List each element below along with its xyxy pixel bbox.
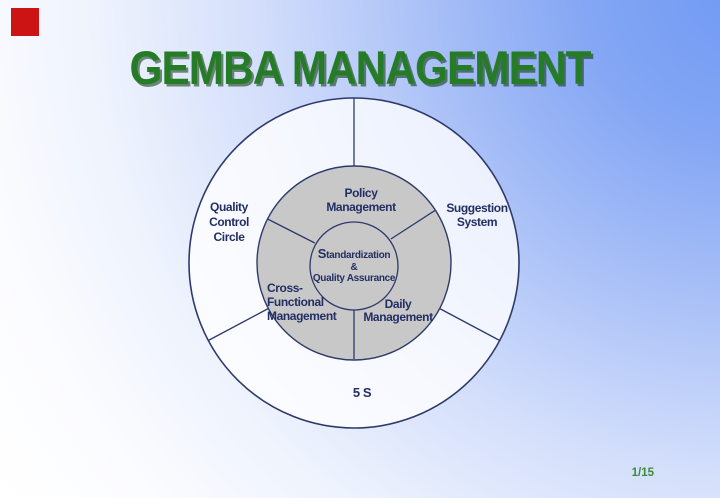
label-line: Management [363,309,433,324]
label-suggestion-system: Suggestion System [446,201,508,229]
label-line: Standardization [317,245,391,261]
label-line: Management [267,309,337,323]
label-line: 5 S [352,385,372,400]
red-square-decoration [11,8,39,36]
outer-spoke-lower-right [439,307,501,342]
label-line: Suggestion [446,201,508,215]
label-daily-management: Daily Management [363,297,433,324]
label-line: Quality [210,200,248,214]
label-cross-functional-management: Cross- Functional Management [267,281,337,323]
inner-circle [309,221,399,311]
label-line: Control [209,215,249,229]
label-line: Cross- [267,281,303,295]
label-five-s: 5 S [352,385,372,400]
label-line: Policy [344,186,378,200]
outer-spoke-lower-left [207,307,269,342]
label-line: Functional [267,295,324,309]
label-line: Quality Assurance [312,272,396,284]
label-line: & [350,261,358,273]
label-line: Circle [213,230,245,244]
label-line: Management [326,199,396,214]
label-line: System [456,215,498,229]
label-standardization-quality-assurance: Standardization & Quality Assurance [312,245,396,285]
label-quality-control-circle: Quality Control Circle [209,200,249,245]
middle-spoke-upper-left [267,218,316,244]
label-policy-management: Policy Management [326,186,396,214]
middle-spoke-upper-right [390,209,436,240]
page-number: 1/15 [631,467,654,479]
label-line: Daily [384,297,412,311]
slide-title: GEMBA MANAGEMENT [129,41,591,94]
